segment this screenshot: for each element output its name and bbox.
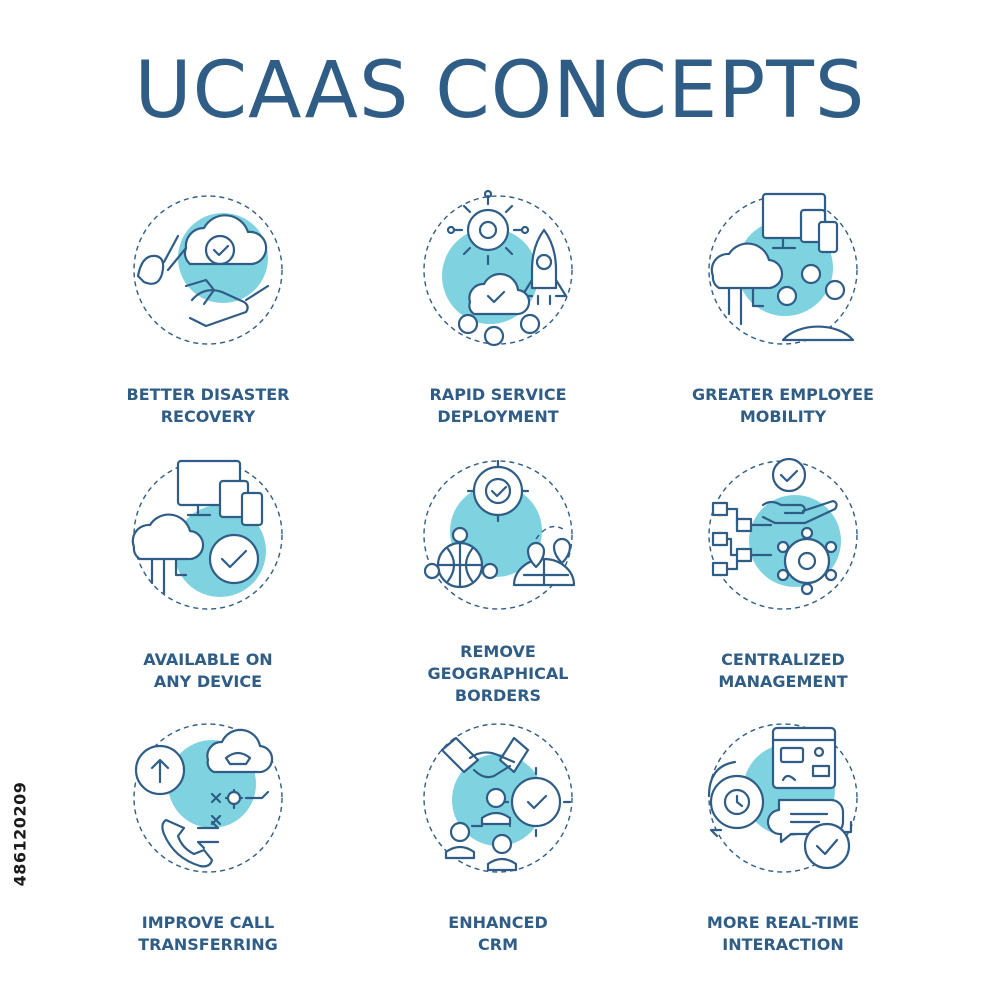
devices-cloud-check-icon [128, 455, 288, 615]
gear-cloud-phone-icon [128, 718, 288, 878]
stock-image-id: 486120209 [6, 764, 34, 904]
handshake-gear-team-icon [418, 718, 578, 878]
cloud-gear-handshake-icon [128, 190, 288, 350]
concept-label: IMPROVE CALL TRANSFERRING [138, 913, 278, 954]
concept-card-centralized-management: CENTRALIZED MANAGEMENT [653, 455, 913, 693]
concept-card-geographical-borders: REMOVE GEOGRAPHICAL BORDERS [368, 455, 628, 707]
concept-card-real-time-interaction: MORE REAL-TIME INTERACTION [653, 718, 913, 956]
concept-card-employee-mobility: GREATER EMPLOYEE MOBILITY [653, 190, 913, 428]
concept-card-call-transferring: IMPROVE CALL TRANSFERRING [78, 718, 338, 956]
concept-label: GREATER EMPLOYEE MOBILITY [692, 385, 874, 426]
concept-label: CENTRALIZED MANAGEMENT [718, 650, 848, 691]
concept-label: BETTER DISASTER RECOVERY [126, 385, 290, 426]
concept-label: REMOVE GEOGRAPHICAL BORDERS [427, 642, 569, 705]
gear-rocket-cloud-icon [418, 189, 578, 350]
concept-card-rapid-deployment: RAPID SERVICE DEPLOYMENT [368, 189, 628, 428]
concept-label: ENHANCED CRM [448, 913, 548, 954]
concept-label: AVAILABLE ON ANY DEVICE [143, 650, 273, 691]
devices-cloud-globe-icon [703, 190, 863, 350]
hand-check-network-icon [703, 455, 863, 615]
chat-window-clock-icon [703, 718, 863, 878]
gear-globe-map-icon [418, 455, 578, 615]
concept-card-disaster-recovery: BETTER DISASTER RECOVERY [78, 190, 338, 428]
concept-card-enhanced-crm: ENHANCED CRM [368, 718, 628, 956]
page-title: UCAAS CONCEPTS [134, 46, 866, 136]
concept-label: RAPID SERVICE DEPLOYMENT [429, 385, 567, 426]
concept-label: MORE REAL-TIME INTERACTION [706, 913, 860, 954]
stock-id-text: 486120209 [10, 781, 30, 887]
concept-card-any-device: AVAILABLE ON ANY DEVICE [78, 455, 338, 693]
